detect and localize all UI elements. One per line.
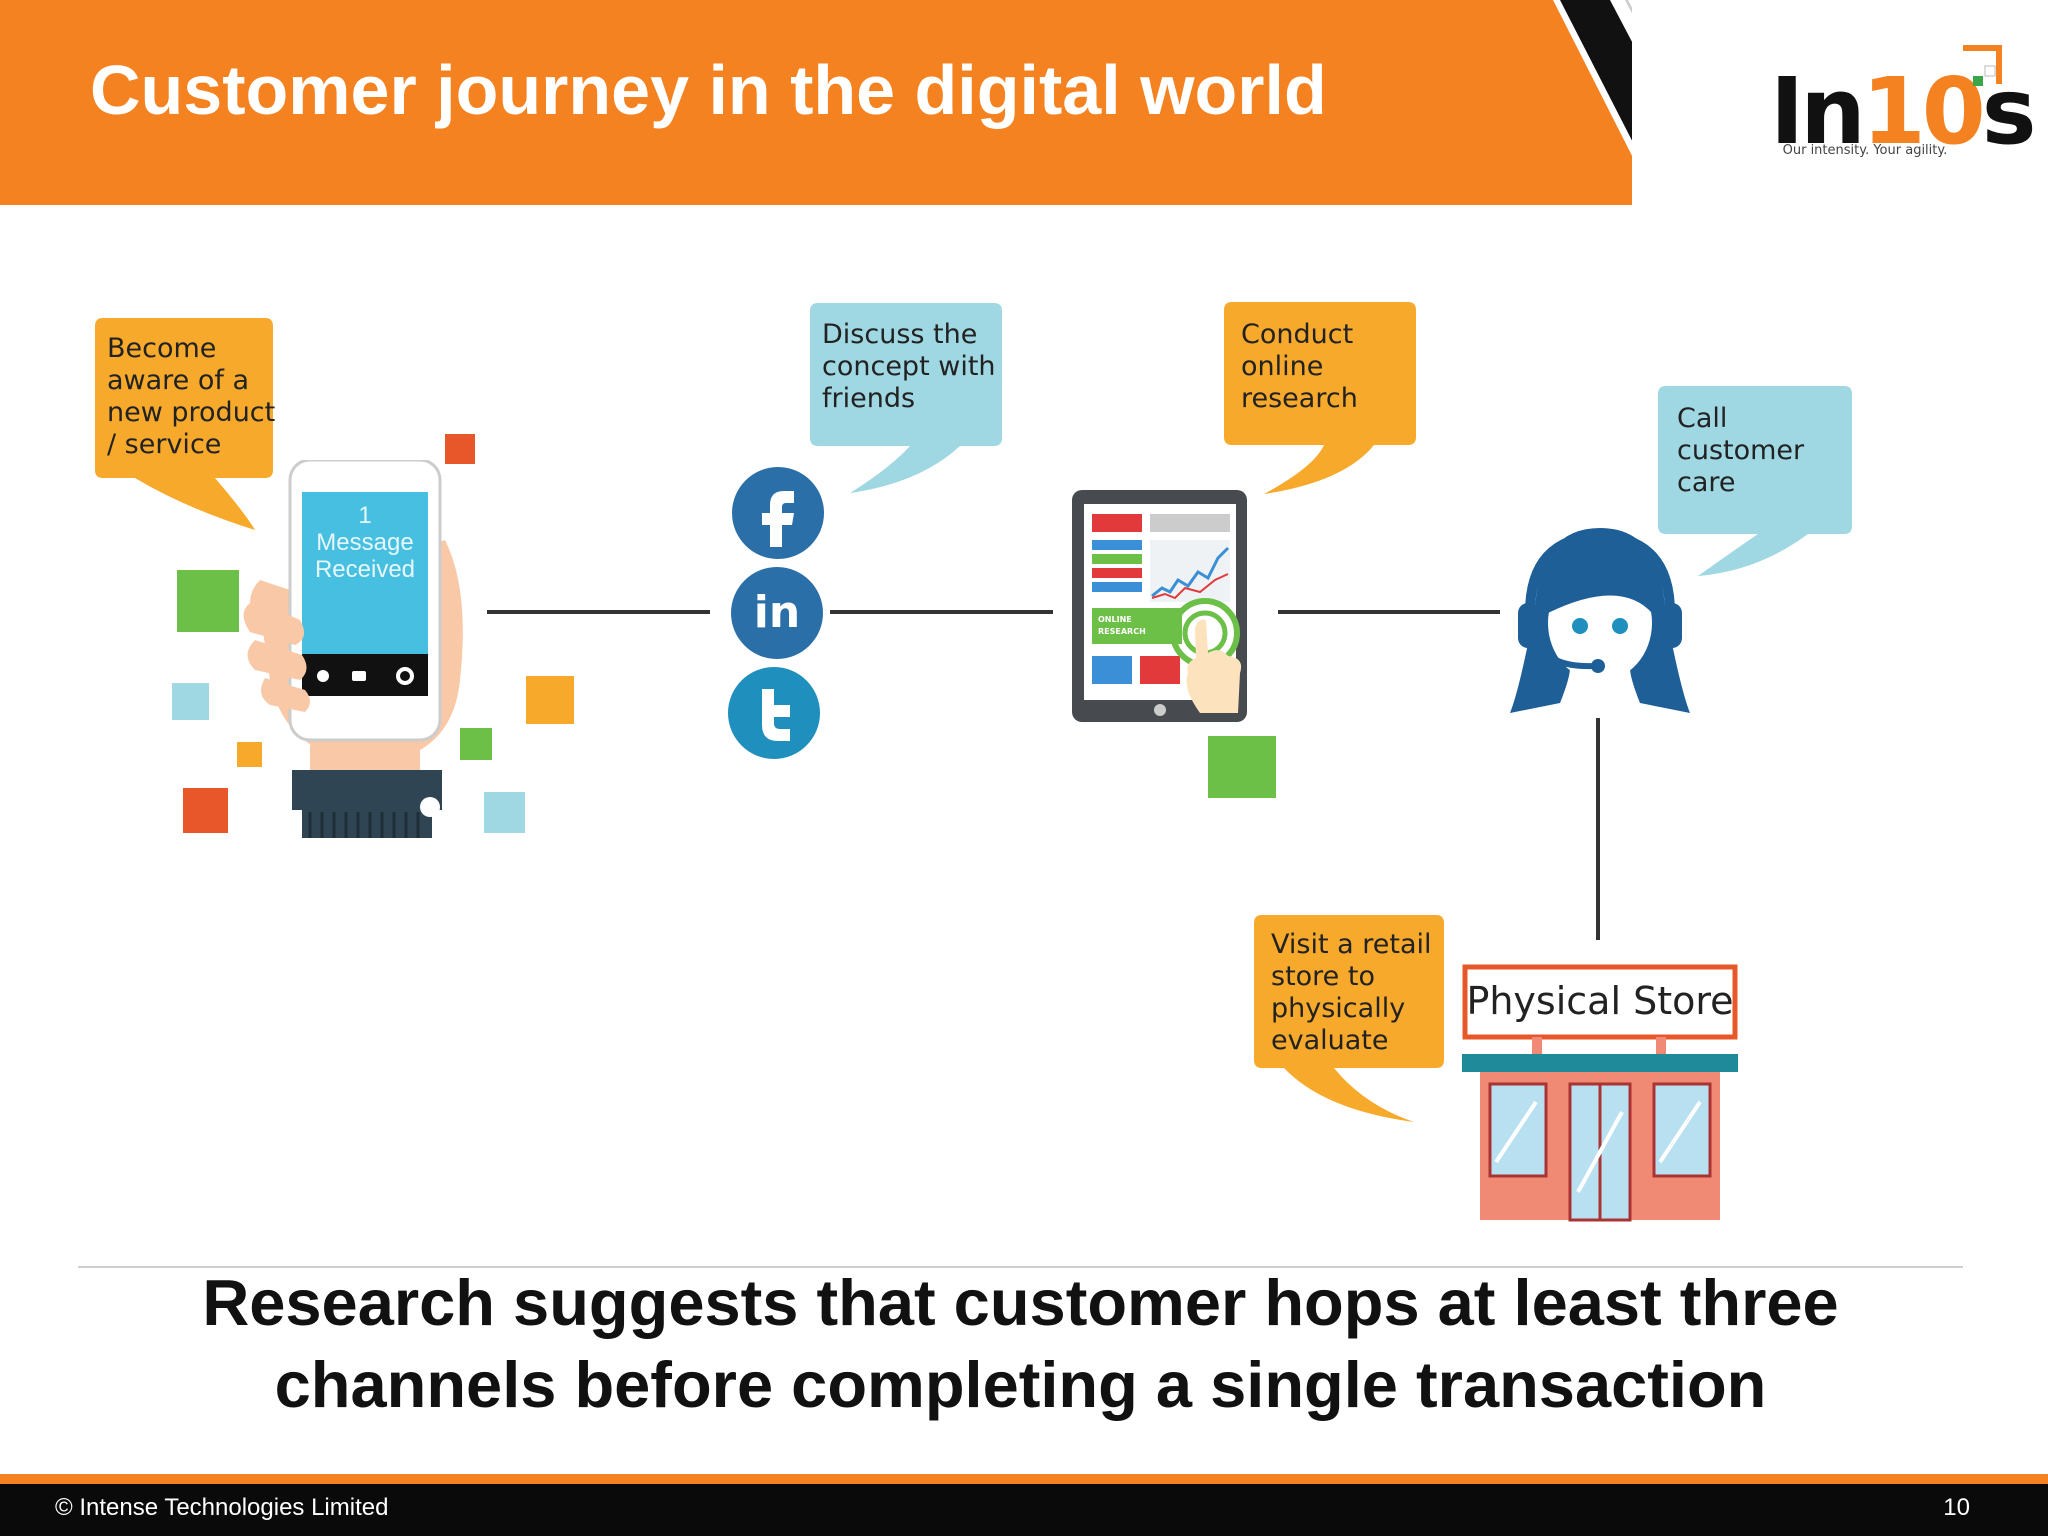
decor-square	[237, 742, 262, 767]
customer-care-agent-icon	[1510, 528, 1690, 713]
research-note: Research suggests that customer hops at …	[202, 1266, 1839, 1421]
step-research-label: Conduct online research	[1241, 319, 1358, 414]
phone-screen-text: 1 Message Received	[314, 502, 416, 583]
svg-text:ONLINE: ONLINE	[1098, 615, 1132, 624]
header-band	[0, 0, 2048, 205]
speech-bubble-call	[1658, 386, 1852, 576]
decor-square	[172, 683, 209, 720]
store-sign-text: Physical Store	[1466, 979, 1734, 1023]
step-visit-store-label: Visit a retail store to physically evalu…	[1271, 929, 1432, 1056]
company-logo: In10s	[1770, 58, 2037, 165]
twitter-icon	[728, 667, 820, 759]
physical-store-illustration	[1462, 964, 1738, 1222]
svg-text:in: in	[754, 587, 800, 638]
step-discuss-label: Discuss the concept with friends	[822, 319, 996, 414]
page-title: Customer journey in the digital world	[90, 51, 1327, 129]
copyright-text: © Intense Technologies Limited	[55, 1494, 389, 1521]
tablet-research-illustration: ONLINE RESEARCH	[1072, 490, 1276, 798]
linkedin-icon: in	[731, 567, 823, 659]
facebook-icon	[732, 467, 824, 559]
speech-bubble-research	[1224, 302, 1416, 494]
page-number: 10	[1943, 1494, 1970, 1521]
decor-square	[183, 788, 228, 833]
step-call-label: Call customer care	[1677, 403, 1805, 498]
decor-square	[484, 792, 525, 833]
speech-bubble-awareness	[95, 318, 273, 530]
smartphone-hand-illustration	[243, 460, 463, 838]
divider	[78, 1266, 1963, 1268]
decor-square	[445, 434, 475, 464]
step-awareness-label: Become aware of a new product / service	[107, 333, 276, 460]
footer-accent-strip	[0, 1474, 2048, 1484]
speech-bubble-visit-store	[1254, 915, 1444, 1122]
logo-corner-mark	[1963, 45, 2002, 86]
logo-tagline: Our intensity. Your agility.	[1782, 143, 1948, 158]
speech-bubble-discuss	[810, 303, 1002, 493]
decor-square	[460, 728, 492, 760]
svg-text:RESEARCH: RESEARCH	[1098, 627, 1146, 636]
footer-bar	[0, 1484, 2048, 1536]
decor-square	[526, 676, 574, 724]
decor-square	[177, 570, 239, 632]
